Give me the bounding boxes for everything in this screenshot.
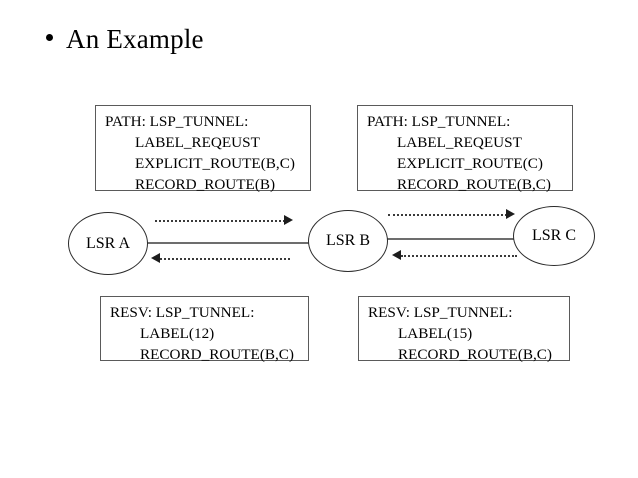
message-line: RECORD_ROUTE(B,C) xyxy=(398,346,552,363)
message-line: LABEL(15) xyxy=(398,325,473,342)
link-b-c xyxy=(380,238,521,240)
message-line: LABEL_REQEUST xyxy=(135,134,260,151)
slide-title: An Example xyxy=(46,26,204,53)
message-line: EXPLICIT_ROUTE(C) xyxy=(397,155,543,172)
message-line: PATH: LSP_TUNNEL: xyxy=(105,113,249,130)
message-line: PATH: LSP_TUNNEL: xyxy=(367,113,511,130)
arrow-left-icon xyxy=(392,250,401,260)
path-arrow-a-to-b xyxy=(155,220,285,222)
link-a-b xyxy=(140,242,316,244)
message-line: RESV: LSP_TUNNEL: xyxy=(368,304,513,321)
message-line: LABEL_REQEUST xyxy=(397,134,522,151)
path-message-box-a: PATH: LSP_TUNNEL: LABEL_REQEUST EXPLICIT… xyxy=(95,105,311,193)
path-message-box-b: PATH: LSP_TUNNEL: LABEL_REQEUST EXPLICIT… xyxy=(357,105,573,193)
path-arrow-b-to-c xyxy=(388,214,507,216)
bullet-point-icon xyxy=(46,34,53,41)
node-label: LSR B xyxy=(325,232,370,249)
arrow-left-icon xyxy=(151,253,160,263)
message-line: RECORD_ROUTE(B) xyxy=(135,176,276,193)
resv-message-box-a: RESV: LSP_TUNNEL: LABEL(12) RECORD_ROUTE… xyxy=(100,296,309,363)
node-lsr-a: LSR A xyxy=(68,212,148,275)
resv-arrow-b-to-a xyxy=(160,258,290,260)
message-line: LABEL(12) xyxy=(140,325,215,342)
page-title: An Example xyxy=(66,24,204,54)
node-lsr-b: LSR B xyxy=(308,210,388,272)
arrow-right-icon xyxy=(506,209,515,219)
resv-message-box-b: RESV: LSP_TUNNEL: LABEL(15) RECORD_ROUTE… xyxy=(358,296,570,363)
resv-arrow-c-to-b xyxy=(401,255,517,257)
node-lsr-c: LSR C xyxy=(513,206,595,266)
arrow-right-icon xyxy=(284,215,293,225)
message-line: RESV: LSP_TUNNEL: xyxy=(110,304,255,321)
node-label: LSR C xyxy=(531,227,576,244)
message-line: EXPLICIT_ROUTE(B,C) xyxy=(135,155,295,172)
message-line: RECORD_ROUTE(B,C) xyxy=(140,346,294,363)
message-line: RECORD_ROUTE(B,C) xyxy=(397,176,551,193)
node-label: LSR A xyxy=(85,234,130,252)
